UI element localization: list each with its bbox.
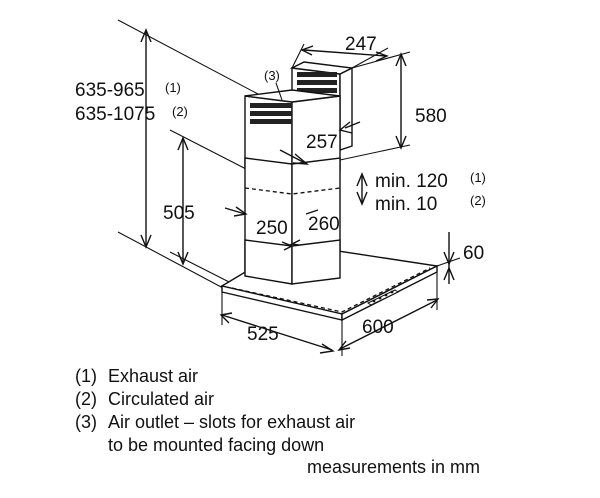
total-height-2-label: 635-1075 xyxy=(75,104,155,125)
legend-text: to be mounted facing down xyxy=(108,435,325,455)
chimney-overlap-line xyxy=(244,187,341,195)
air-outlet-slots-front xyxy=(250,103,292,124)
arrowhead xyxy=(292,153,310,165)
arrowhead xyxy=(319,343,335,354)
arrowhead xyxy=(233,206,248,217)
chimney-top-depth-label: 257 xyxy=(306,132,338,153)
total-height-2-ref: (2) xyxy=(172,104,188,119)
lower-chimney-side-base xyxy=(291,239,341,285)
arrowhead xyxy=(356,172,368,187)
legend-item: (1) Exhaust air xyxy=(75,365,355,388)
total-height-1-label: 635-965 xyxy=(75,80,145,101)
lower-height-extension-top xyxy=(169,129,249,171)
height-extension-bottom xyxy=(117,231,239,297)
legend-number: (2) xyxy=(75,389,97,409)
legend-item: to be mounted facing down xyxy=(75,434,355,457)
legend-text: Air outlet – slots for exhaust air xyxy=(108,412,356,432)
canopy-inner-outline xyxy=(231,267,431,313)
arrowhead xyxy=(281,241,294,251)
outlet-ref-label: (3) xyxy=(264,68,280,83)
arrowhead xyxy=(395,135,407,150)
arrowhead xyxy=(140,234,152,249)
total-height-1-ref: (1) xyxy=(165,80,181,95)
air-outlet-slots-back xyxy=(297,72,337,93)
legend-text: Exhaust air xyxy=(108,366,199,386)
canopy-height-label: 60 xyxy=(463,243,484,264)
arrowhead xyxy=(375,51,389,62)
arrowhead xyxy=(177,251,189,266)
chimney-depth-label: 260 xyxy=(308,214,340,235)
upper-chimney-front-top xyxy=(244,89,341,103)
arrowhead xyxy=(337,340,351,352)
arrowhead xyxy=(177,136,189,151)
arrowhead xyxy=(140,28,152,43)
chimney-depth-arrow xyxy=(305,209,319,215)
legend-text: Circulated air xyxy=(108,389,215,409)
units-note: measurements in mm xyxy=(307,457,481,477)
arrowhead xyxy=(443,251,455,266)
chimney-width-arrow-right xyxy=(291,239,301,245)
legend-number: (1) xyxy=(75,366,97,386)
upper-chimney-back-side xyxy=(339,66,353,151)
arrowhead xyxy=(426,298,440,309)
top-width-ext-left xyxy=(291,43,305,69)
arrowhead xyxy=(443,266,455,281)
chimney-top-width-label: 247 xyxy=(345,34,377,55)
min-clearance-2-ref: (2) xyxy=(470,193,486,208)
arrowhead xyxy=(219,312,233,324)
top-depth-pointer xyxy=(344,121,361,129)
chimney-width-label: 250 xyxy=(256,218,288,239)
lower-chimney-height-label: 505 xyxy=(163,203,195,224)
canopy-depth-dimension-line xyxy=(221,314,333,351)
canopy-width-dimension-line xyxy=(339,299,438,350)
legend-number: (3) xyxy=(75,412,97,432)
arrowhead xyxy=(300,45,314,56)
upper-height-ext-bottom xyxy=(339,144,411,161)
control-panel xyxy=(366,289,400,306)
min-clearance-2-label: min. 10 xyxy=(375,194,437,215)
top-width-dimension-line xyxy=(303,49,387,57)
legend: (1) Exhaust air (2) Circulated air (3) Air … xyxy=(75,365,355,457)
outlet-leader-line xyxy=(275,82,283,101)
lower-chimney-front-base xyxy=(244,239,293,285)
legend-item: (3) Air outlet – slots for exhaust air xyxy=(75,411,355,434)
top-width-ext-right xyxy=(351,47,389,69)
arrowhead xyxy=(338,121,353,134)
top-depth-dimension-line xyxy=(279,149,306,164)
arrowhead xyxy=(356,191,368,206)
arrowhead xyxy=(395,52,407,67)
canopy-depth-label: 525 xyxy=(247,324,279,345)
min-clearance-1-ref: (1) xyxy=(470,170,486,185)
canopy-width-label: 600 xyxy=(362,317,394,338)
min-clearance-1-label: min. 120 xyxy=(375,171,448,192)
legend-item: (2) Circulated air xyxy=(75,388,355,411)
upper-chimney-height-label: 580 xyxy=(415,106,447,127)
chimney-width-arrow-left xyxy=(224,207,246,215)
